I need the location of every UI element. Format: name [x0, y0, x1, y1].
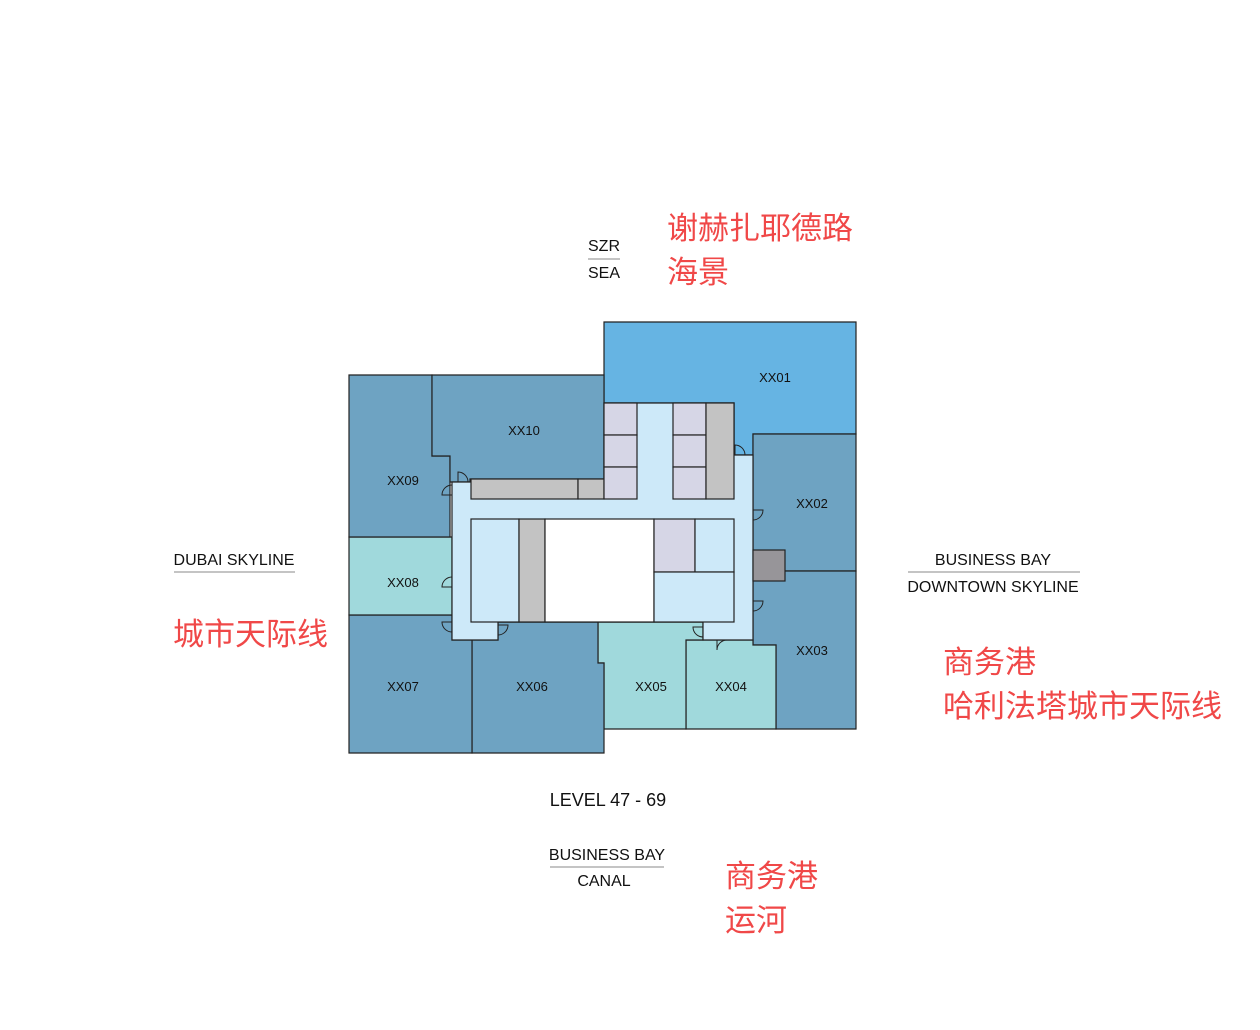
annotation-east: 商务港	[943, 645, 1036, 681]
unit-label: XX10	[508, 423, 540, 438]
shaft	[577, 478, 605, 500]
annotation-north: 谢赫扎耶德路	[667, 211, 853, 247]
service-room	[672, 434, 707, 468]
shaft	[518, 518, 546, 623]
annotation-east: 哈利法塔城市天际线	[943, 689, 1222, 725]
view-east-bottom: DOWNTOWN SKYLINE	[907, 579, 1078, 596]
view-south-bottom: CANAL	[577, 873, 630, 890]
annotation-west: 城市天际线	[173, 617, 328, 653]
view-south-top: BUSINESS BAY	[549, 847, 666, 864]
annotation-north: 海景	[667, 255, 729, 291]
unit-label: XX05	[635, 679, 667, 694]
door-icons	[441, 444, 764, 651]
void	[544, 518, 655, 623]
unit-label: XX06	[516, 679, 548, 694]
core-room	[653, 571, 735, 623]
service-room	[653, 518, 696, 573]
level-title: LEVEL 47 - 69	[550, 790, 666, 810]
shaft	[470, 478, 579, 500]
annotation-south: 运河	[725, 903, 787, 939]
view-east-top: BUSINESS BAY	[935, 552, 1052, 569]
unit-label: XX09	[387, 473, 419, 488]
service-room	[672, 466, 707, 500]
unit-label: XX04	[715, 679, 747, 694]
unit-label: XX08	[387, 575, 419, 590]
core-room	[470, 518, 520, 623]
unit-label: XX01	[759, 370, 791, 385]
unit-label: XX07	[387, 679, 419, 694]
unit-label: XX03	[796, 643, 828, 658]
view-north-top: SZR	[588, 238, 620, 255]
service-room	[603, 466, 638, 500]
column	[752, 549, 786, 582]
shaft	[705, 402, 735, 500]
service-room	[672, 402, 707, 436]
view-west: DUBAI SKYLINE	[174, 552, 295, 569]
service-room	[603, 402, 638, 436]
unit-label: XX02	[796, 496, 828, 511]
service-room	[603, 434, 638, 468]
core-room	[694, 518, 735, 573]
annotation-south: 商务港	[725, 859, 818, 895]
view-north-bottom: SEA	[588, 265, 620, 282]
